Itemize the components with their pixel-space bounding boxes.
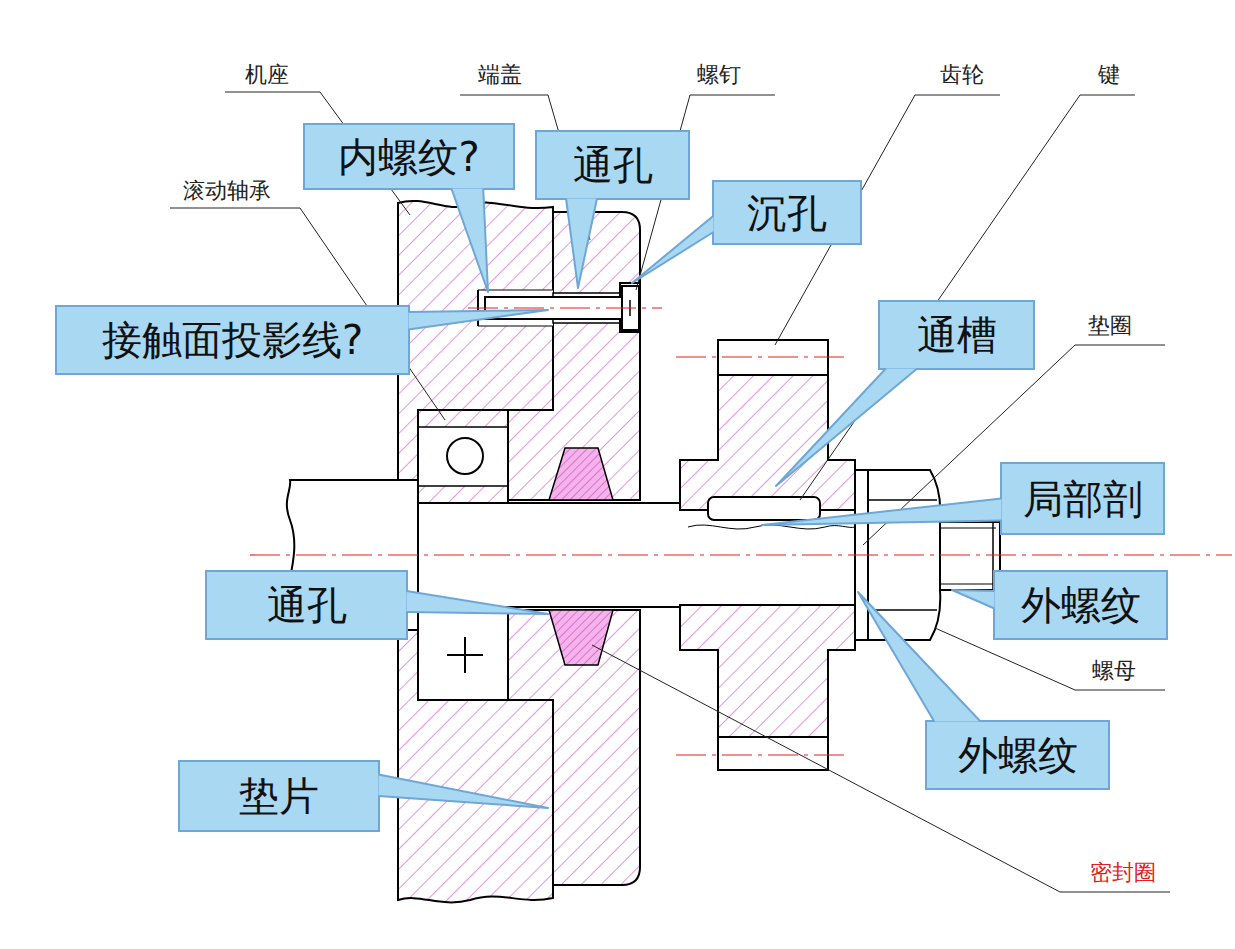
gear-lower xyxy=(680,605,855,770)
bearing-cross xyxy=(464,637,466,673)
callout-text: 外螺纹 xyxy=(958,731,1078,779)
callout-pointer-outline xyxy=(379,774,549,808)
callout-box: 局部剖 xyxy=(1000,462,1165,535)
callout-text: 沉孔 xyxy=(747,189,827,237)
pitch-line xyxy=(676,754,846,755)
callout-box: 接触面投影线? xyxy=(55,305,410,375)
leader-lines xyxy=(170,92,1170,892)
callout-pointer-outline xyxy=(566,199,597,289)
callout-text: 通槽 xyxy=(917,311,997,359)
callout-pointer-outline xyxy=(858,592,981,722)
gear-upper xyxy=(680,340,855,510)
callout-pointer xyxy=(858,592,981,722)
partial-section-line xyxy=(688,525,855,529)
part-name: 螺钉 xyxy=(697,62,741,88)
bearing xyxy=(418,410,508,503)
callout-text: 通孔 xyxy=(267,581,347,629)
seal-ring xyxy=(549,448,613,500)
callout-pointer-outline xyxy=(451,189,488,293)
callout-box: 垫片 xyxy=(178,760,380,832)
key xyxy=(708,497,820,520)
nut-face xyxy=(868,609,937,611)
end-cap-lower xyxy=(508,610,640,885)
thread-major-line xyxy=(478,326,553,327)
callout-box: 通孔 xyxy=(205,570,408,640)
gear-tooth xyxy=(718,737,828,770)
pitch-line xyxy=(676,356,846,357)
callout-pointer xyxy=(451,189,488,293)
end-cap-upper xyxy=(508,212,640,500)
leader-line xyxy=(592,645,1170,892)
callout-pointer-outline xyxy=(762,499,1002,526)
seal-ring xyxy=(549,610,613,665)
part-name: 键 xyxy=(1098,62,1120,88)
part-name: 密封圈 xyxy=(1090,860,1156,886)
leader-line xyxy=(460,95,548,96)
callout-pointer xyxy=(776,369,917,487)
part-name: 端盖 xyxy=(478,62,522,88)
bearing xyxy=(418,607,508,700)
callout-pointer xyxy=(379,774,549,808)
callout-pointer-outline xyxy=(407,591,549,614)
callout-pointer xyxy=(409,310,549,330)
callout-text: 通孔 xyxy=(573,141,653,189)
part-name: 垫圈 xyxy=(1088,313,1132,339)
callout-text: 外螺纹 xyxy=(1021,581,1141,629)
bearing-ring xyxy=(418,410,508,427)
callout-box: 外螺纹 xyxy=(993,570,1168,640)
leader-line xyxy=(800,95,1135,500)
callout-box: 通槽 xyxy=(878,300,1035,370)
callout-pointer xyxy=(632,216,714,283)
callout-pointer-outline xyxy=(409,310,549,330)
callout-pointer xyxy=(407,591,549,614)
callout-pointer xyxy=(762,499,1002,526)
callout-text: 局部剖 xyxy=(1023,475,1143,523)
centerline xyxy=(468,307,662,308)
callout-pointer xyxy=(566,199,597,289)
callout-box: 通孔 xyxy=(535,130,690,200)
callout-pointer-outline xyxy=(776,369,917,487)
callout-text: 垫片 xyxy=(239,772,319,820)
callout-pointer-outline xyxy=(632,216,714,283)
callout-pointer-outline xyxy=(952,590,995,609)
thread-major-line xyxy=(478,290,553,291)
callout-text: 内螺纹? xyxy=(338,133,479,181)
thread-end xyxy=(940,522,1000,590)
leader-line xyxy=(863,345,1165,545)
bearing-ball xyxy=(447,438,483,474)
callout-text: 接触面投影线? xyxy=(102,316,363,364)
part-name: 机座 xyxy=(245,62,289,88)
centerline xyxy=(250,554,1232,555)
callout-box: 外螺纹 xyxy=(925,720,1110,790)
part-name: 滚动轴承 xyxy=(183,178,271,204)
part-name: 齿轮 xyxy=(940,62,984,88)
callout-box: 内螺纹? xyxy=(303,123,515,190)
callout-box: 沉孔 xyxy=(712,180,862,245)
thread-minor-line xyxy=(940,584,996,585)
part-name: 螺母 xyxy=(1092,658,1136,684)
callout-pointer xyxy=(952,590,995,609)
thread-minor-line xyxy=(940,528,996,529)
bearing-ring xyxy=(418,486,508,503)
nut-face xyxy=(868,499,937,501)
